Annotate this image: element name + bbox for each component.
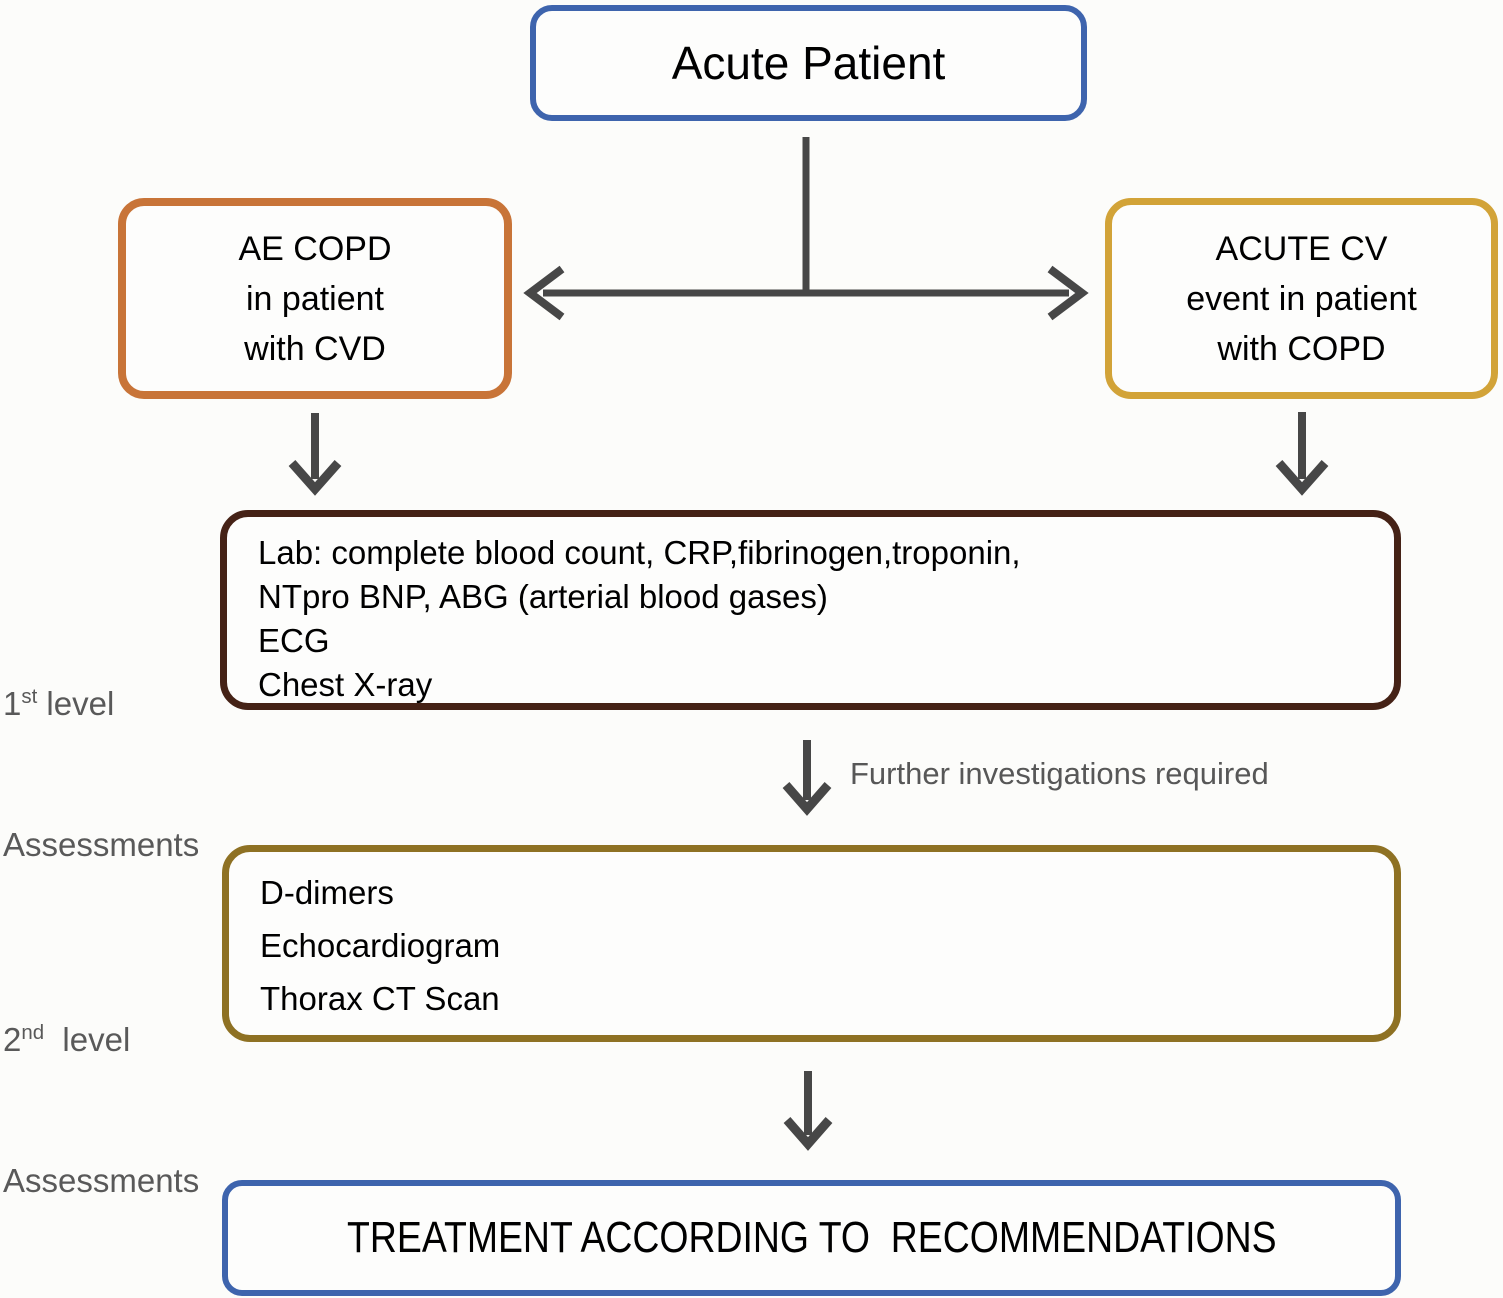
acute-cv-line: with COPD xyxy=(1217,329,1386,368)
level1-line: Lab: complete blood count, CRP,fibrinoge… xyxy=(258,534,1021,571)
treatment-box: TREATMENT ACCORDING TO RECOMMENDATIONS xyxy=(222,1180,1401,1296)
level1-label: 1st level Assessments xyxy=(3,586,199,962)
acute-patient-label: Acute Patient xyxy=(671,37,946,89)
further-investigations-label: Further investigations required xyxy=(850,756,1269,791)
treatment-label: TREATMENT ACCORDING TO RECOMMENDATIONS xyxy=(346,1213,1277,1262)
level2-label-line2: Assessments xyxy=(3,1162,200,1199)
level1-line: Chest X-ray xyxy=(258,666,433,703)
branch-arrowhead-left xyxy=(523,265,565,321)
level2-label-number: 2 xyxy=(3,1021,22,1058)
acute-patient-box: Acute Patient xyxy=(530,5,1087,121)
acute-cv-line: event in patient xyxy=(1186,279,1417,318)
ae-copd-line: in patient xyxy=(246,279,384,318)
level2-assessments-box: D-dimers Echocardiogram Thorax CT Scan xyxy=(222,845,1401,1042)
ae-copd-line: with CVD xyxy=(244,329,386,368)
level2-line: D-dimers xyxy=(260,874,394,911)
arrow-right-to-level1-head xyxy=(1275,460,1329,496)
level2-label-line1: 2nd level xyxy=(3,1016,199,1063)
arrow-level2-to-treatment-head xyxy=(783,1117,833,1151)
level1-line: NTpro BNP, ABG (arterial blood gases) xyxy=(258,578,828,615)
level1-line: ECG xyxy=(258,622,330,659)
level1-label-ordinal: st xyxy=(21,685,38,708)
level2-label: 2nd level Assessments xyxy=(3,922,199,1298)
level2-line: Echocardiogram xyxy=(260,927,501,964)
arrow-left-to-level1-head xyxy=(288,460,342,496)
arrow-level1-to-level2-head xyxy=(782,782,832,816)
ae-copd-box: AE COPD in patient with CVD xyxy=(118,198,512,399)
level1-label-suffix: level xyxy=(37,685,115,722)
level2-line: Thorax CT Scan xyxy=(260,980,500,1017)
acute-cv-box: ACUTE CV event in patient with COPD xyxy=(1105,198,1498,399)
level2-label-suffix: level xyxy=(44,1021,131,1058)
acute-cv-line: ACUTE CV xyxy=(1215,229,1388,268)
branch-arrowhead-right xyxy=(1047,265,1089,321)
level1-label-line2: Assessments xyxy=(3,826,200,863)
level1-assessments-box: Lab: complete blood count, CRP,fibrinoge… xyxy=(220,510,1401,710)
level1-label-number: 1 xyxy=(3,685,22,722)
level2-label-ordinal: nd xyxy=(21,1021,45,1044)
level1-label-line1: 1st level xyxy=(3,680,199,727)
ae-copd-line: AE COPD xyxy=(238,229,392,268)
